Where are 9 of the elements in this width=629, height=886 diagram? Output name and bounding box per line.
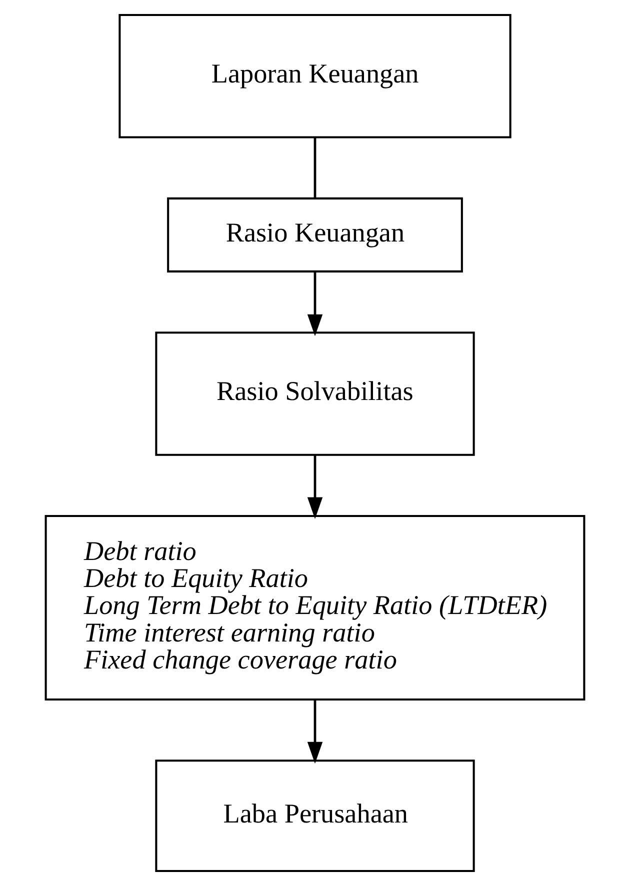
node-box: Laba Perusahaan — [154, 760, 474, 872]
arrow — [306, 700, 322, 764]
node-box: Rasio Solvabilitas — [154, 332, 474, 456]
connector — [313, 137, 316, 198]
node-box: Debt ratio Debt to Equity Ratio Long Term Debt to Equity Ratio (LTDtER) Time interest earning ratio Fixed change coverage ratio — [44, 515, 585, 700]
node-box: Laporan Keuangan — [118, 14, 511, 138]
arrow — [306, 455, 322, 520]
arrow — [306, 272, 322, 336]
node-box: Rasio Keuangan — [166, 197, 462, 272]
